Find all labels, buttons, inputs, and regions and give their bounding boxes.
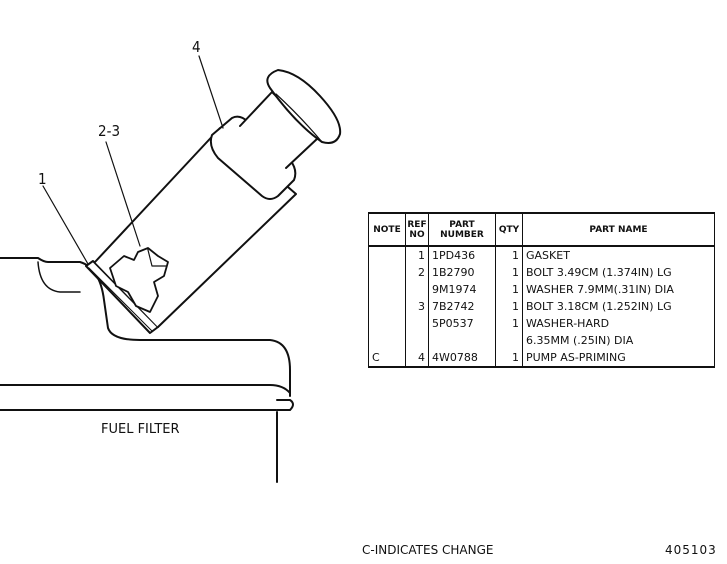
cell-note [368,264,406,281]
leader-2-3 [105,141,141,247]
leader-1 [42,185,89,265]
cell-ref [405,332,429,349]
pump-collar [209,115,297,200]
header-part-name: PART NAME [522,212,715,247]
filter-housing-outline [0,257,291,397]
cell-note [368,315,406,332]
cell-note [368,332,406,349]
cell-part-number: 7B2742 [428,298,496,315]
header-qty: QTY [495,212,523,247]
change-note: C-INDICATES CHANGE [362,543,494,557]
callout-1: 1 [38,170,47,188]
cell-part-name: BOLT 3.49CM (1.374IN) LG [522,264,715,281]
bolt-heads [109,247,169,313]
cell-note [368,298,406,315]
cell-part-number: 5P0537 [428,315,496,332]
header-ref-no: REF NO [405,212,429,247]
table-row: 5P0537 1 WASHER-HARD [368,315,715,332]
callout-2-3: 2-3 [98,122,121,140]
header-note: NOTE [368,212,406,247]
cell-ref [405,281,429,298]
cell-ref: 3 [405,298,429,315]
header-part-number: PART NUMBER [428,212,496,247]
cell-part-name: WASHER 7.9MM(.31IN) DIA [522,281,715,298]
cell-ref: 4 [405,349,429,368]
drawing-number: 405103 [665,543,717,557]
cell-note: C [368,349,406,368]
cell-part-name: WASHER-HARD [522,315,715,332]
leader-4 [198,55,224,129]
cell-part-number: 1B2790 [428,264,496,281]
callout-4: 4 [192,38,201,56]
cell-qty: 1 [495,246,523,264]
cell-qty [495,332,523,349]
cell-qty: 1 [495,315,523,332]
cell-part-number [428,332,496,349]
cell-part-name: PUMP AS-PRIMING [522,349,715,368]
cell-qty: 1 [495,298,523,315]
cell-qty: 1 [495,264,523,281]
cell-ref [405,315,429,332]
cell-ref: 2 [405,264,429,281]
cell-note [368,246,406,264]
cell-ref: 1 [405,246,429,264]
filter-inner-step [37,261,81,293]
cell-part-number: 1PD436 [428,246,496,264]
fuel-filter-label: FUEL FILTER [101,422,180,437]
table-header-row: NOTE REF NO PART NUMBER QTY PART NAME [368,212,715,247]
filter-housing-lower-edge [0,384,291,394]
table-row: 9M1974 1 WASHER 7.9MM(.31IN) DIA [368,281,715,298]
cell-qty: 1 [495,281,523,298]
cell-part-name: 6.35MM (.25IN) DIA [522,332,715,349]
cell-note [368,281,406,298]
cell-part-name: BOLT 3.18CM (1.252IN) LG [522,298,715,315]
cell-qty: 1 [495,349,523,368]
table-row: C 4 4W0788 1 PUMP AS-PRIMING [368,349,715,368]
table-row: 1 1PD436 1 GASKET [368,246,715,264]
cell-part-name: GASKET [522,246,715,264]
parts-table: NOTE REF NO PART NUMBER QTY PART NAME 1 … [368,212,715,368]
table-row: 2 1B2790 1 BOLT 3.49CM (1.374IN) LG [368,264,715,281]
table-row: 6.35MM (.25IN) DIA [368,332,715,349]
filter-lip [276,399,294,411]
plunger-knob [266,69,342,144]
table-row: 3 7B2742 1 BOLT 3.18CM (1.252IN) LG [368,298,715,315]
cell-part-number: 4W0788 [428,349,496,368]
cell-part-number: 9M1974 [428,281,496,298]
